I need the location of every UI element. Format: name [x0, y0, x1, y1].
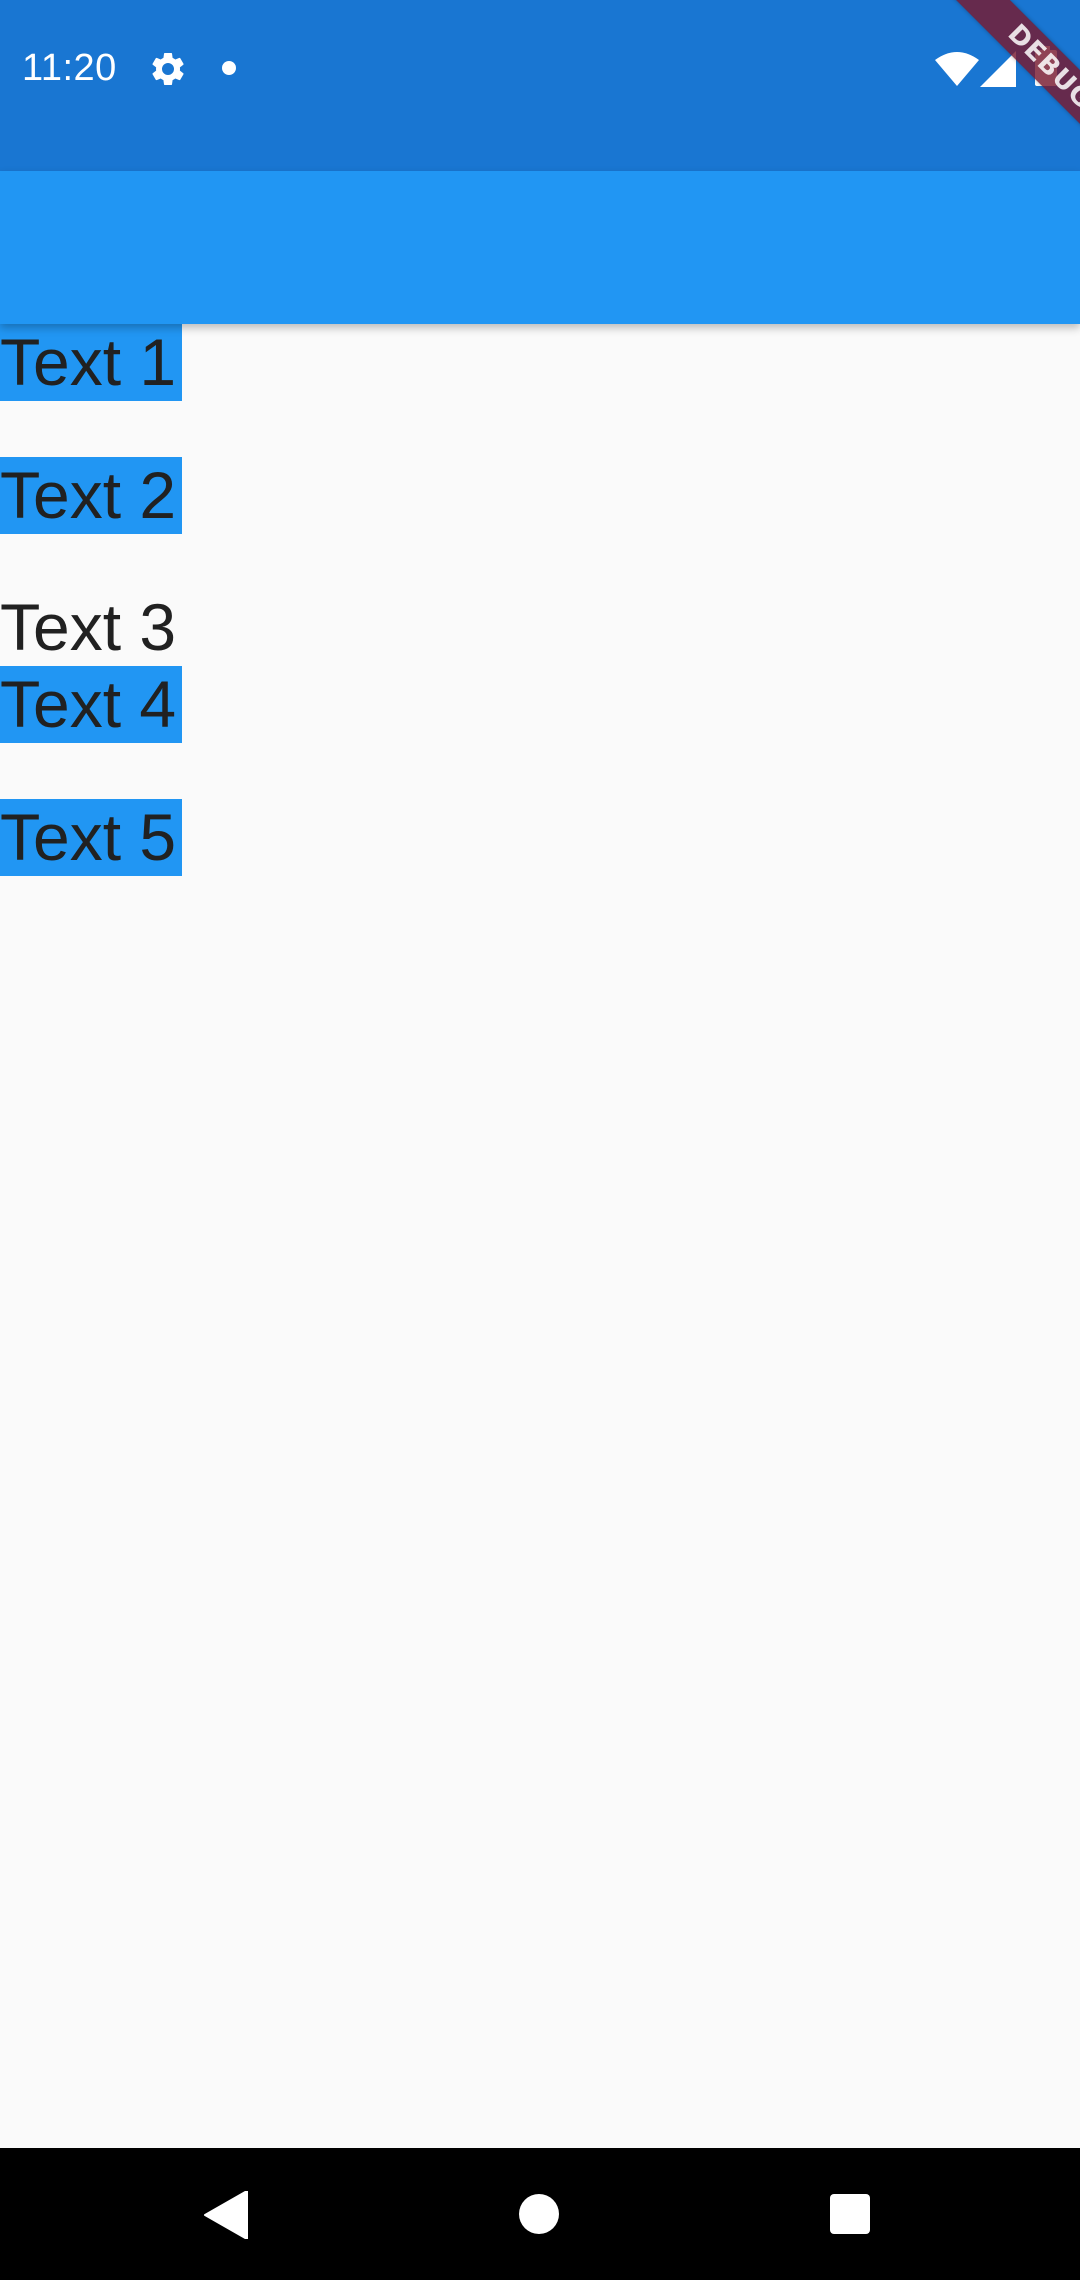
app-bar	[0, 171, 1080, 324]
wifi-icon	[935, 52, 979, 86]
list-item-text-2: Text 2	[0, 457, 182, 534]
status-time: 11:20	[22, 47, 117, 89]
status-bar: 11:20	[0, 0, 1080, 171]
battery-icon	[1035, 46, 1057, 86]
list-item-text-4: Text 4	[0, 666, 182, 743]
list-item-text-5: Text 5	[0, 799, 182, 876]
notification-dot-icon	[222, 61, 236, 75]
recents-icon[interactable]	[830, 2194, 870, 2234]
back-icon[interactable]	[203, 2191, 249, 2239]
navigation-bar	[0, 2148, 1080, 2280]
list-item-text-1: Text 1	[0, 324, 182, 401]
home-icon[interactable]	[519, 2194, 559, 2234]
signal-icon	[980, 51, 1016, 87]
settings-icon	[152, 52, 184, 85]
list-item-text-3: Text 3	[0, 590, 177, 664]
